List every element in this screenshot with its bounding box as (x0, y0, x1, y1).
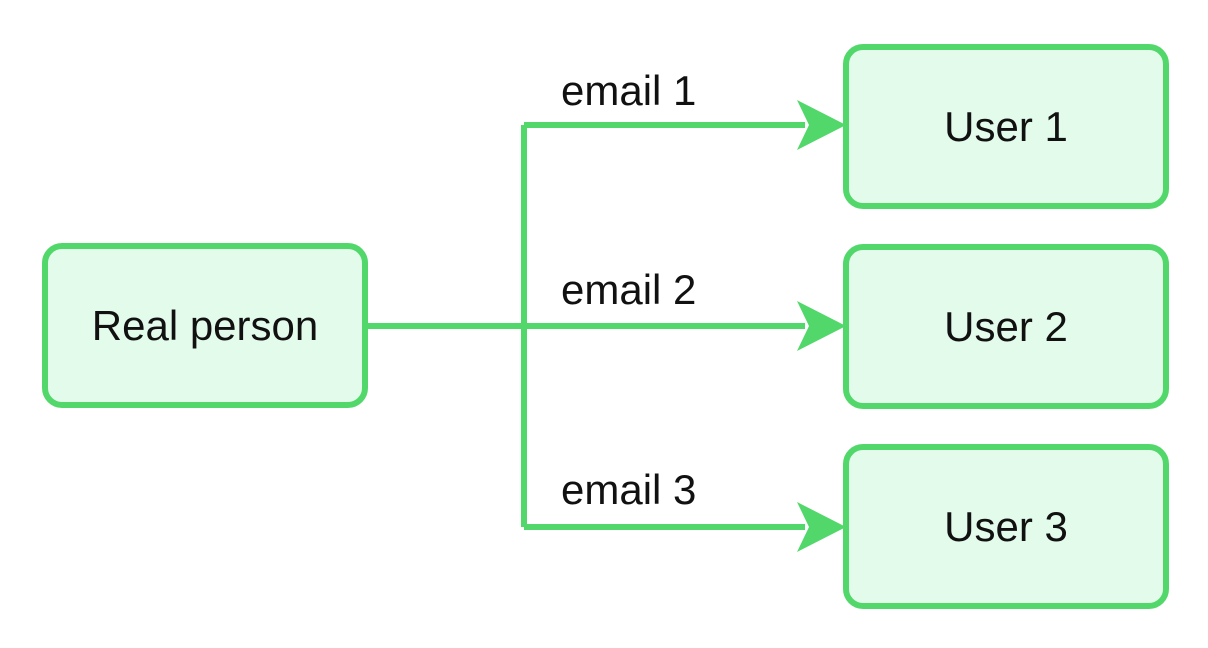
node-real-person: Real person (42, 243, 368, 408)
node-real-person-label: Real person (91, 301, 319, 349)
edge-label-email-2: email 2 (561, 266, 697, 313)
edge-label-email-3: email 3 (561, 466, 697, 513)
arrowhead-user-3 (797, 502, 846, 552)
node-user-3-label: User 3 (944, 502, 1068, 550)
arrowhead-user-2 (797, 301, 846, 351)
node-user-1-label: User 1 (944, 102, 1068, 150)
node-user-3: User 3 (843, 444, 1169, 609)
edge-label-email-1: email 1 (561, 67, 697, 114)
arrowhead-user-1 (797, 100, 846, 150)
node-user-1: User 1 (843, 44, 1169, 209)
node-user-2: User 2 (843, 244, 1169, 409)
node-user-2-label: User 2 (944, 302, 1068, 350)
